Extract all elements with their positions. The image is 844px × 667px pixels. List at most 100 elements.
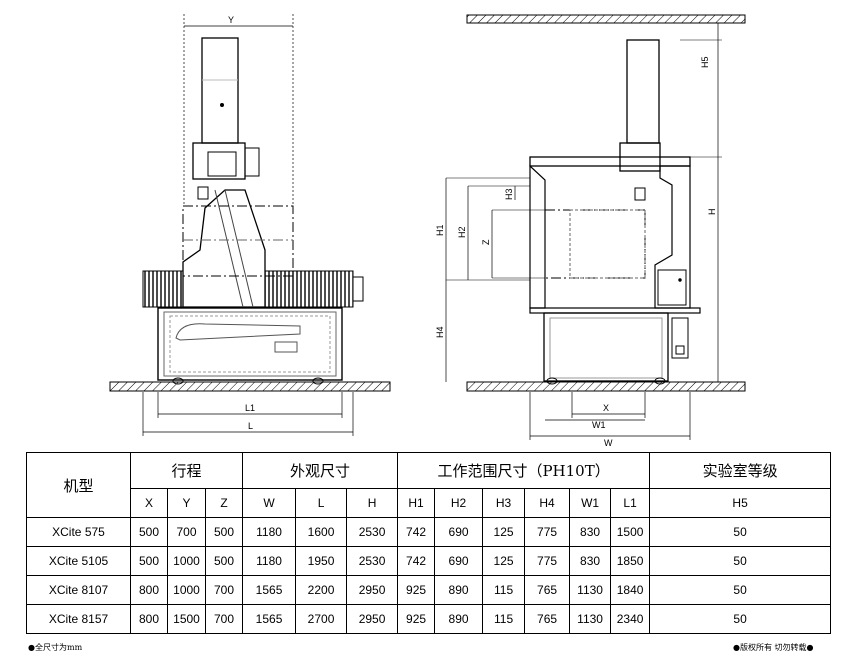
value-cell: 700 [204,575,244,605]
col-header: H5 [649,488,832,518]
value-cell: 50 [649,604,832,634]
col-header: H2 [434,488,484,518]
value-cell: 925 [397,604,436,634]
side-floor [466,381,746,392]
value-cell: 1850 [610,546,651,576]
value-cell: 1500 [610,517,651,547]
value-cell: 1130 [569,604,612,634]
value-cell: 115 [482,575,526,605]
value-cell: 2200 [295,575,348,605]
col-header: H4 [524,488,571,518]
table-row: XCite 5105 500 1000 500 1180 1950 2530 7… [26,546,832,576]
value-cell: 1500 [167,604,206,634]
value-cell: 1180 [242,517,297,547]
value-cell: 2530 [346,517,399,547]
col-header: L [295,488,348,518]
value-cell: 50 [649,546,832,576]
value-cell: 890 [434,575,484,605]
front-base-table [157,307,343,381]
value-cell: 500 [130,517,168,547]
front-y-label: Y [228,15,234,25]
front-bellows-right [264,270,354,308]
value-cell: 800 [130,604,168,634]
value-cell: 700 [167,517,206,547]
header-dimensions: 外观尺寸 [242,452,399,489]
value-cell: 1130 [569,575,612,605]
value-cell: 890 [434,604,484,634]
col-header: Y [167,488,206,518]
side-h5-label: H5 [700,56,710,68]
value-cell: 1180 [242,546,297,576]
value-cell: 500 [130,546,168,576]
col-header: H [346,488,399,518]
table-row: XCite 8107 800 1000 700 1565 2200 2950 9… [26,575,832,605]
front-bellows-left [142,270,184,308]
table-row: XCite 575 500 700 500 1180 1600 2530 742… [26,517,832,547]
header-working-range: 工作范围尺寸（PH10T） [397,452,651,489]
side-h2-label: H2 [457,226,467,238]
value-cell: 775 [524,546,571,576]
value-cell: 2700 [295,604,348,634]
value-cell: 500 [204,517,244,547]
col-header: L1 [610,488,651,518]
value-cell: 1950 [295,546,348,576]
col-header: W1 [569,488,612,518]
value-cell: 765 [524,604,571,634]
model-cell: XCite 575 [26,517,131,547]
value-cell: 775 [524,517,571,547]
value-cell: 1000 [167,546,206,576]
value-cell: 830 [569,546,612,576]
side-h1-label: H1 [435,224,445,236]
technical-drawing: Y L1 L [109,14,746,448]
col-header: Z [204,488,244,518]
value-cell: 125 [482,517,526,547]
header-travel: 行程 [129,452,244,489]
header-column-row: X Y Z W L H H1 H2 H3 H4 W1 L1 H5 [27,488,832,518]
side-x-label: X [603,403,609,413]
header-model: 机型 [26,452,131,518]
col-header: X [130,488,168,518]
front-l-label: L [248,421,253,431]
value-cell: 925 [397,575,436,605]
header-group-row: 机型 行程 外观尺寸 工作范围尺寸（PH10T） 实验室等级 [26,452,832,518]
value-cell: 2950 [346,604,399,634]
value-cell: 2950 [346,575,399,605]
value-cell: 50 [649,575,832,605]
front-l1-label: L1 [245,403,255,413]
model-cell: XCite 8107 [26,575,131,605]
front-z-column [201,37,239,144]
value-cell: 2530 [346,546,399,576]
table-row: XCite 8157 800 1500 700 1565 2700 2950 9… [26,604,832,634]
header-lab-grade: 实验室等级 [649,452,832,489]
front-view [109,14,391,436]
side-z-label: Z [481,239,491,245]
value-cell: 800 [130,575,168,605]
col-header: H3 [482,488,526,518]
side-ceiling [466,14,746,24]
side-h3-label: H3 [504,188,514,200]
col-header: H1 [397,488,436,518]
value-cell: 700 [204,604,244,634]
value-cell: 2340 [610,604,651,634]
value-cell: 125 [482,546,526,576]
value-cell: 742 [397,517,436,547]
model-cell: XCite 8157 [26,604,131,634]
col-header: W [242,488,297,518]
spec-table: 机型 行程 外观尺寸 工作范围尺寸（PH10T） 实验室等级 X Y Z W L… [26,452,832,634]
value-cell: 1565 [242,575,297,605]
front-floor [109,381,391,392]
side-h4-label: H4 [435,326,445,338]
value-cell: 115 [482,604,526,634]
side-h-label: H [707,209,717,216]
side-z-column [626,39,660,144]
model-cell: XCite 5105 [26,546,131,576]
value-cell: 1840 [610,575,651,605]
side-view [445,14,746,440]
footer-copyright: ●版权所有 切勿转载● [733,643,814,652]
side-w1-label: W1 [592,420,606,430]
value-cell: 690 [434,546,484,576]
value-cell: 1000 [167,575,206,605]
footer-note-units: ●全尺寸为mm [28,643,83,652]
value-cell: 1600 [295,517,348,547]
value-cell: 830 [569,517,612,547]
